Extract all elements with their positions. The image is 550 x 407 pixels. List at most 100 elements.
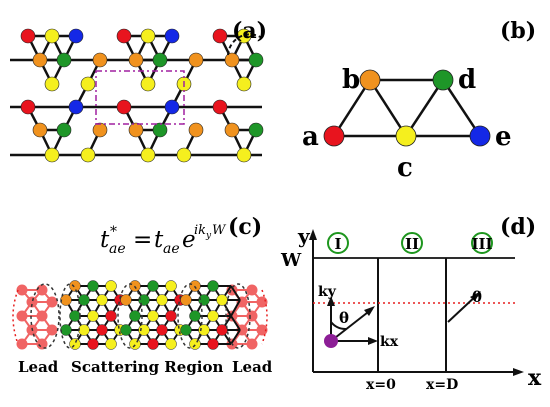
left-lead-label: Lead <box>18 358 59 376</box>
site-a-label: a <box>302 122 319 152</box>
hopping-equation: t * ae = t ae e ik y W <box>100 223 227 257</box>
lattice-node <box>92 52 108 68</box>
panel-c-scattering: t * ae = t ae e ik y W (c) Lead Scatteri… <box>12 214 273 376</box>
svg-text:y: y <box>205 231 212 241</box>
panel-d-label: (d) <box>500 214 536 240</box>
scattering-node <box>165 280 177 292</box>
scattering-node <box>138 324 150 336</box>
periodic-arc <box>227 33 263 56</box>
scattering-node <box>165 338 177 350</box>
left-lead <box>16 284 58 350</box>
site-c-node <box>395 125 417 147</box>
theta-label-1: θ <box>339 309 349 327</box>
scattering-node <box>87 280 99 292</box>
lattice-node <box>128 52 144 68</box>
lattice-node <box>212 99 228 115</box>
lattice-node <box>212 28 228 44</box>
site-e-label: e <box>495 122 512 152</box>
scattering-node <box>207 280 219 292</box>
lattice-node <box>80 76 96 92</box>
lattice-node <box>20 28 36 44</box>
scattering-node <box>147 310 159 322</box>
lattice-node <box>92 122 108 138</box>
lattice-node <box>152 122 168 138</box>
panel-d-regions: y x W I II III ky kx θ θ x=0 x=D (d) <box>280 214 542 393</box>
scattering-node <box>189 338 201 350</box>
lattice-node <box>140 147 156 163</box>
scattering-node <box>105 310 117 322</box>
scattering-node <box>180 324 192 336</box>
scattering-node <box>165 310 177 322</box>
lattice-node <box>32 52 48 68</box>
scattering-node <box>207 338 219 350</box>
lead-node <box>246 310 258 322</box>
panel-a-lattice: (a) <box>10 18 267 163</box>
lattice-node <box>80 147 96 163</box>
lattice-node <box>140 76 156 92</box>
xD-label: x=D <box>426 377 458 393</box>
bond-lines <box>332 78 482 138</box>
lattice-node <box>236 147 252 163</box>
scattering-node <box>120 294 132 306</box>
lattice-node <box>20 99 36 115</box>
lead-node <box>256 296 268 308</box>
scattering-node <box>69 280 81 292</box>
lead-node <box>36 310 48 322</box>
region-III-label: III <box>471 235 492 253</box>
lead-node <box>26 296 38 308</box>
scattering-node <box>207 310 219 322</box>
svg-text:t: t <box>154 227 164 253</box>
width-label: W <box>280 250 302 271</box>
lattice-node <box>128 122 144 138</box>
kx-label: kx <box>380 334 399 350</box>
contact-ovals <box>30 283 251 349</box>
scattering-node <box>96 324 108 336</box>
scattering-node <box>156 294 168 306</box>
svg-text:ae: ae <box>109 241 126 257</box>
lattice-node <box>152 52 168 68</box>
scattering-node <box>69 310 81 322</box>
panel-b-unit-cell: a b c d e (b) <box>302 18 536 183</box>
scattering-node <box>198 324 210 336</box>
scattering-node <box>180 294 192 306</box>
site-b-label: b <box>342 65 360 95</box>
scattering-node <box>87 310 99 322</box>
scattering-node <box>60 324 72 336</box>
svg-text:ae: ae <box>163 241 180 257</box>
lead-node <box>36 284 48 296</box>
svg-text:t: t <box>100 227 110 253</box>
site-a-node <box>323 125 345 147</box>
lattice-node <box>248 52 264 68</box>
x-axis-label: x <box>528 365 542 391</box>
lattice-node <box>224 52 240 68</box>
scattering-node <box>78 324 90 336</box>
ky-label: ky <box>318 284 337 300</box>
scattering-node <box>129 310 141 322</box>
scattering-node <box>138 294 150 306</box>
svg-text:W: W <box>212 223 227 238</box>
x0-label: x=0 <box>366 377 396 393</box>
lattice-node <box>188 122 204 138</box>
svg-text:*: * <box>110 224 117 240</box>
scattering-region-label: Scattering Region <box>71 358 224 376</box>
site-e-node <box>469 125 491 147</box>
scattering-node <box>198 294 210 306</box>
lead-node <box>16 284 28 296</box>
lead-node <box>246 338 258 350</box>
lattice-node <box>188 52 204 68</box>
lead-node <box>16 310 28 322</box>
scattering-node <box>147 280 159 292</box>
panel-c-label: (c) <box>228 214 262 240</box>
scattering-node <box>120 324 132 336</box>
svg-text:=: = <box>133 227 152 253</box>
lattice-node <box>68 28 84 44</box>
site-d-node <box>432 69 454 91</box>
region-III-circle <box>471 232 493 254</box>
site-c-label: c <box>397 153 413 183</box>
scattering-node <box>87 338 99 350</box>
lattice-node <box>56 52 72 68</box>
lattice-node <box>44 28 60 44</box>
right-lead <box>226 284 268 350</box>
scattering-node <box>105 280 117 292</box>
svg-text:ik: ik <box>194 223 206 238</box>
